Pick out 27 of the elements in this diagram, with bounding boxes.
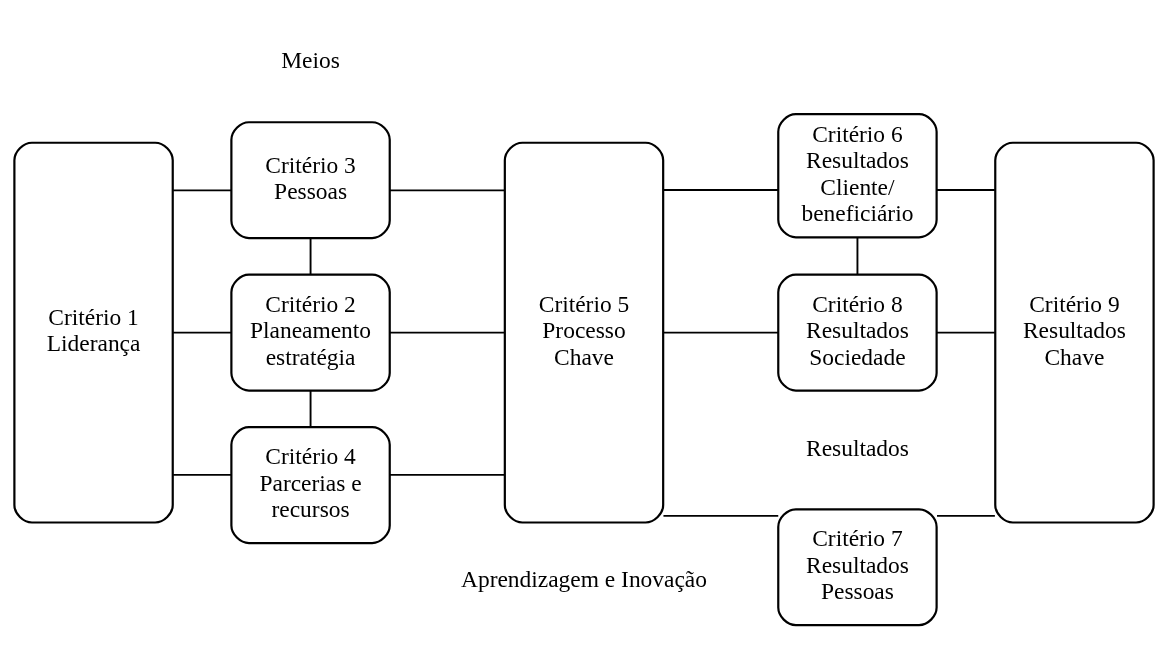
- connector: [389, 189, 506, 192]
- connector: [172, 189, 232, 192]
- connector: [662, 514, 780, 517]
- connector: [936, 189, 996, 191]
- label: Aprendizagem e Inovação: [461, 566, 707, 593]
- label: Meios: [281, 47, 340, 74]
- label: Resultados: [806, 434, 909, 461]
- node-box: Critério 4 Parcerias e recursos: [230, 426, 391, 545]
- connector: [936, 331, 996, 334]
- connector: [172, 331, 232, 334]
- node-box: Critério 3 Pessoas: [230, 121, 391, 240]
- node-box: Critério 7 Resultados Pessoas: [777, 508, 938, 627]
- connector: [309, 237, 312, 276]
- connector: [856, 236, 859, 276]
- connector: [662, 331, 780, 334]
- node-box: Critério 6 Resultados Cliente/ beneficiário: [777, 113, 938, 239]
- node-box: Critério 2 Planeamento estratégia: [230, 273, 391, 392]
- connector: [172, 473, 232, 476]
- connector: [662, 189, 780, 191]
- node-box: Critério 5 Processo Chave: [503, 141, 665, 524]
- connector: [309, 389, 312, 429]
- node-box: Critério 8 Resultados Sociedade: [777, 273, 938, 392]
- connector: [389, 331, 506, 334]
- connector: [936, 514, 996, 517]
- node-box: Critério 9 Resultados Chave: [994, 141, 1155, 524]
- node-box: Critério 1 Liderança: [13, 141, 174, 524]
- connector: [389, 473, 506, 476]
